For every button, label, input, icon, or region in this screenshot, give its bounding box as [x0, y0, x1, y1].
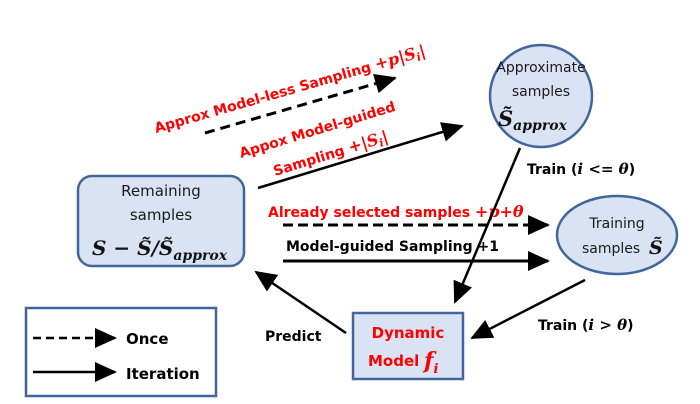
legend-iteration-label: Iteration — [126, 365, 200, 383]
legend-box — [24, 306, 218, 398]
approx-modelguided-arrow — [257, 122, 464, 190]
already-selected-label: Already selected samples +p+θ — [268, 202, 524, 221]
remaining-samples-line2: samples — [130, 206, 193, 224]
train-approx-label: Train (i <= θ) — [527, 160, 635, 178]
train-approx-arrow — [453, 147, 522, 304]
dynamic-model-box — [351, 311, 465, 381]
training-samples-ellipse — [555, 194, 679, 276]
remaining-samples-line1: Remaining — [121, 182, 201, 200]
predict-arrow — [254, 270, 347, 335]
dynamic-model-line1: Dynamic — [372, 324, 445, 342]
dynamic-model-line2: Model — [368, 352, 419, 370]
dynamic-model-node: Dynamic Model fi — [351, 311, 465, 381]
train-training-arrow — [470, 278, 586, 340]
dynamic-model-formula: fi — [422, 348, 438, 377]
training-samples-line2: samples — [582, 241, 640, 257]
training-samples-node: Training samples S̃ — [555, 194, 679, 276]
remaining-samples-node: Remaining samples S − S̃/S̃approx — [76, 174, 246, 268]
approximate-samples-node: Approximate samples S̃approx — [488, 43, 594, 149]
approx-modelless-arrow — [204, 73, 397, 135]
approx-modelless-label: Approx Model-less Sampling +p|Si| — [152, 41, 428, 139]
training-samples-formula: S̃ — [649, 237, 663, 259]
legend-once-label: Once — [126, 330, 169, 348]
approximate-samples-line1: Approximate — [496, 60, 585, 76]
approximate-samples-formula: S̃approx — [498, 106, 568, 134]
model-guided-label: Model-guided Sampling +1 — [286, 239, 499, 255]
remaining-samples-box — [76, 174, 246, 268]
approximate-samples-ellipse — [488, 43, 594, 149]
train-training-label: Train (i > θ) — [538, 316, 634, 334]
training-samples-line1: Training — [588, 216, 644, 232]
predict-label: Predict — [265, 329, 322, 345]
remaining-samples-formula: S − S̃/S̃approx — [92, 236, 228, 264]
legend: Once Iteration — [24, 306, 218, 398]
approximate-samples-line2: samples — [512, 84, 570, 100]
